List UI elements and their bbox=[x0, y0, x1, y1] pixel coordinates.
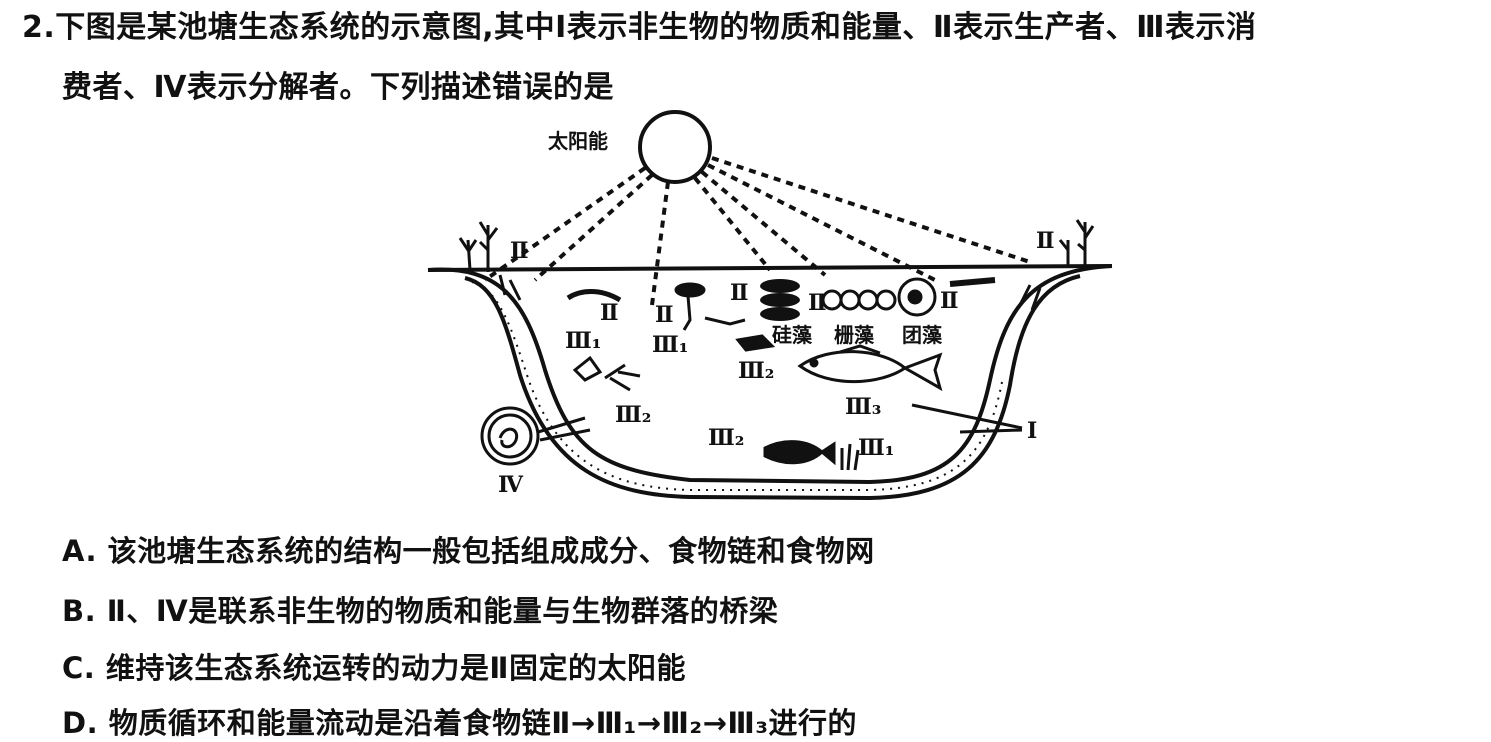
option-a-letter: A. bbox=[62, 534, 97, 568]
option-b[interactable]: B. Ⅱ、Ⅳ是联系非生物的物质和能量与生物群落的桥梁 bbox=[62, 588, 778, 630]
label-II-volvox: Ⅱ bbox=[940, 288, 959, 314]
small-insect-icon bbox=[572, 355, 641, 392]
water-flea-icon bbox=[674, 282, 746, 331]
floating-algae-icon bbox=[949, 277, 996, 287]
label-IV: Ⅳ bbox=[498, 472, 524, 498]
label-II-center: Ⅱ bbox=[655, 302, 674, 328]
label-II-diatom: Ⅱ bbox=[730, 280, 749, 306]
question-line-1: 2.下图是某池塘生态系统的示意图,其中Ⅰ表示非生物的物质和能量、Ⅱ表示生产者、Ⅲ… bbox=[22, 2, 1256, 46]
option-d-text: 物质循环和能量流动是沿着食物链Ⅱ→Ⅲ₁→Ⅲ₂→Ⅲ₃进行的 bbox=[108, 706, 858, 740]
option-a-text: 该池塘生态系统的结构一般包括组成成分、食物链和食物网 bbox=[107, 534, 875, 568]
diatom-icon bbox=[760, 279, 800, 321]
label-II-algae: Ⅱ bbox=[600, 300, 619, 326]
option-c-letter: C. bbox=[62, 651, 96, 685]
question-number: 2. bbox=[22, 10, 56, 45]
bottom-weed-icon bbox=[840, 443, 860, 471]
sun-icon bbox=[638, 110, 712, 184]
label-diatom: 硅藻 bbox=[772, 323, 813, 347]
option-d[interactable]: D. 物质循环和能量流动是沿着食物链Ⅱ→Ⅲ₁→Ⅲ₂→Ⅲ₃进行的 bbox=[62, 700, 857, 742]
option-b-text: Ⅱ、Ⅳ是联系非生物的物质和能量与生物群落的桥梁 bbox=[106, 594, 779, 628]
label-III2-bottom: Ⅲ₂ bbox=[708, 425, 744, 451]
label-II-left-shore: Ⅱ bbox=[510, 238, 529, 264]
shore-plant-left bbox=[458, 221, 522, 301]
option-b-letter: B. bbox=[62, 594, 97, 628]
snail-icon bbox=[735, 334, 776, 352]
decomposer-icon bbox=[480, 406, 540, 466]
decomposer-pointer bbox=[537, 416, 586, 434]
label-I: Ⅰ bbox=[1027, 418, 1037, 444]
label-III2-center: Ⅲ₂ bbox=[738, 358, 774, 384]
label-scenedesmus: 栅藻 bbox=[834, 323, 875, 347]
option-c-text: 维持该生态系统运转的动力是Ⅱ固定的太阳能 bbox=[105, 651, 687, 685]
option-d-letter: D. bbox=[62, 706, 99, 740]
label-III2-left: Ⅲ₂ bbox=[615, 402, 651, 428]
decomposer-pointer-2 bbox=[539, 428, 591, 442]
question-stem-1: 下图是某池塘生态系统的示意图,其中Ⅰ表示非生物的物质和能量、Ⅱ表示生产者、Ⅲ表示… bbox=[55, 10, 1257, 45]
sun-label: 太阳能 bbox=[548, 129, 608, 153]
fish-icon bbox=[797, 344, 943, 392]
label-III1-bottom: Ⅲ₁ bbox=[858, 435, 894, 461]
abiotic-pointer-2 bbox=[959, 428, 1023, 434]
volvox-icon bbox=[897, 277, 937, 317]
label-II-right-shore: Ⅱ bbox=[1036, 228, 1055, 254]
label-II-scenedesmus: Ⅱ bbox=[808, 290, 827, 316]
scenedesmus-icon bbox=[821, 289, 897, 311]
label-volvox: 团藻 bbox=[902, 323, 943, 347]
question-line-2: 费者、Ⅳ表示分解者。下列描述错误的是 bbox=[62, 70, 614, 105]
abiotic-pointer-1 bbox=[911, 403, 1023, 430]
label-III1-left: Ⅲ₁ bbox=[565, 328, 601, 354]
label-III3: Ⅲ₃ bbox=[845, 394, 881, 420]
sun-rays bbox=[483, 156, 1031, 306]
algae-strand-icon bbox=[566, 289, 622, 303]
pond-basin bbox=[427, 264, 1113, 501]
label-III1-center: Ⅲ₁ bbox=[652, 332, 688, 358]
option-c[interactable]: C. 维持该生态系统运转的动力是Ⅱ固定的太阳能 bbox=[62, 645, 686, 687]
option-a[interactable]: A. 该池塘生态系统的结构一般包括组成成分、食物链和食物网 bbox=[62, 528, 875, 570]
bottom-fish-icon bbox=[763, 440, 836, 466]
shore-plant-right bbox=[1018, 219, 1095, 311]
